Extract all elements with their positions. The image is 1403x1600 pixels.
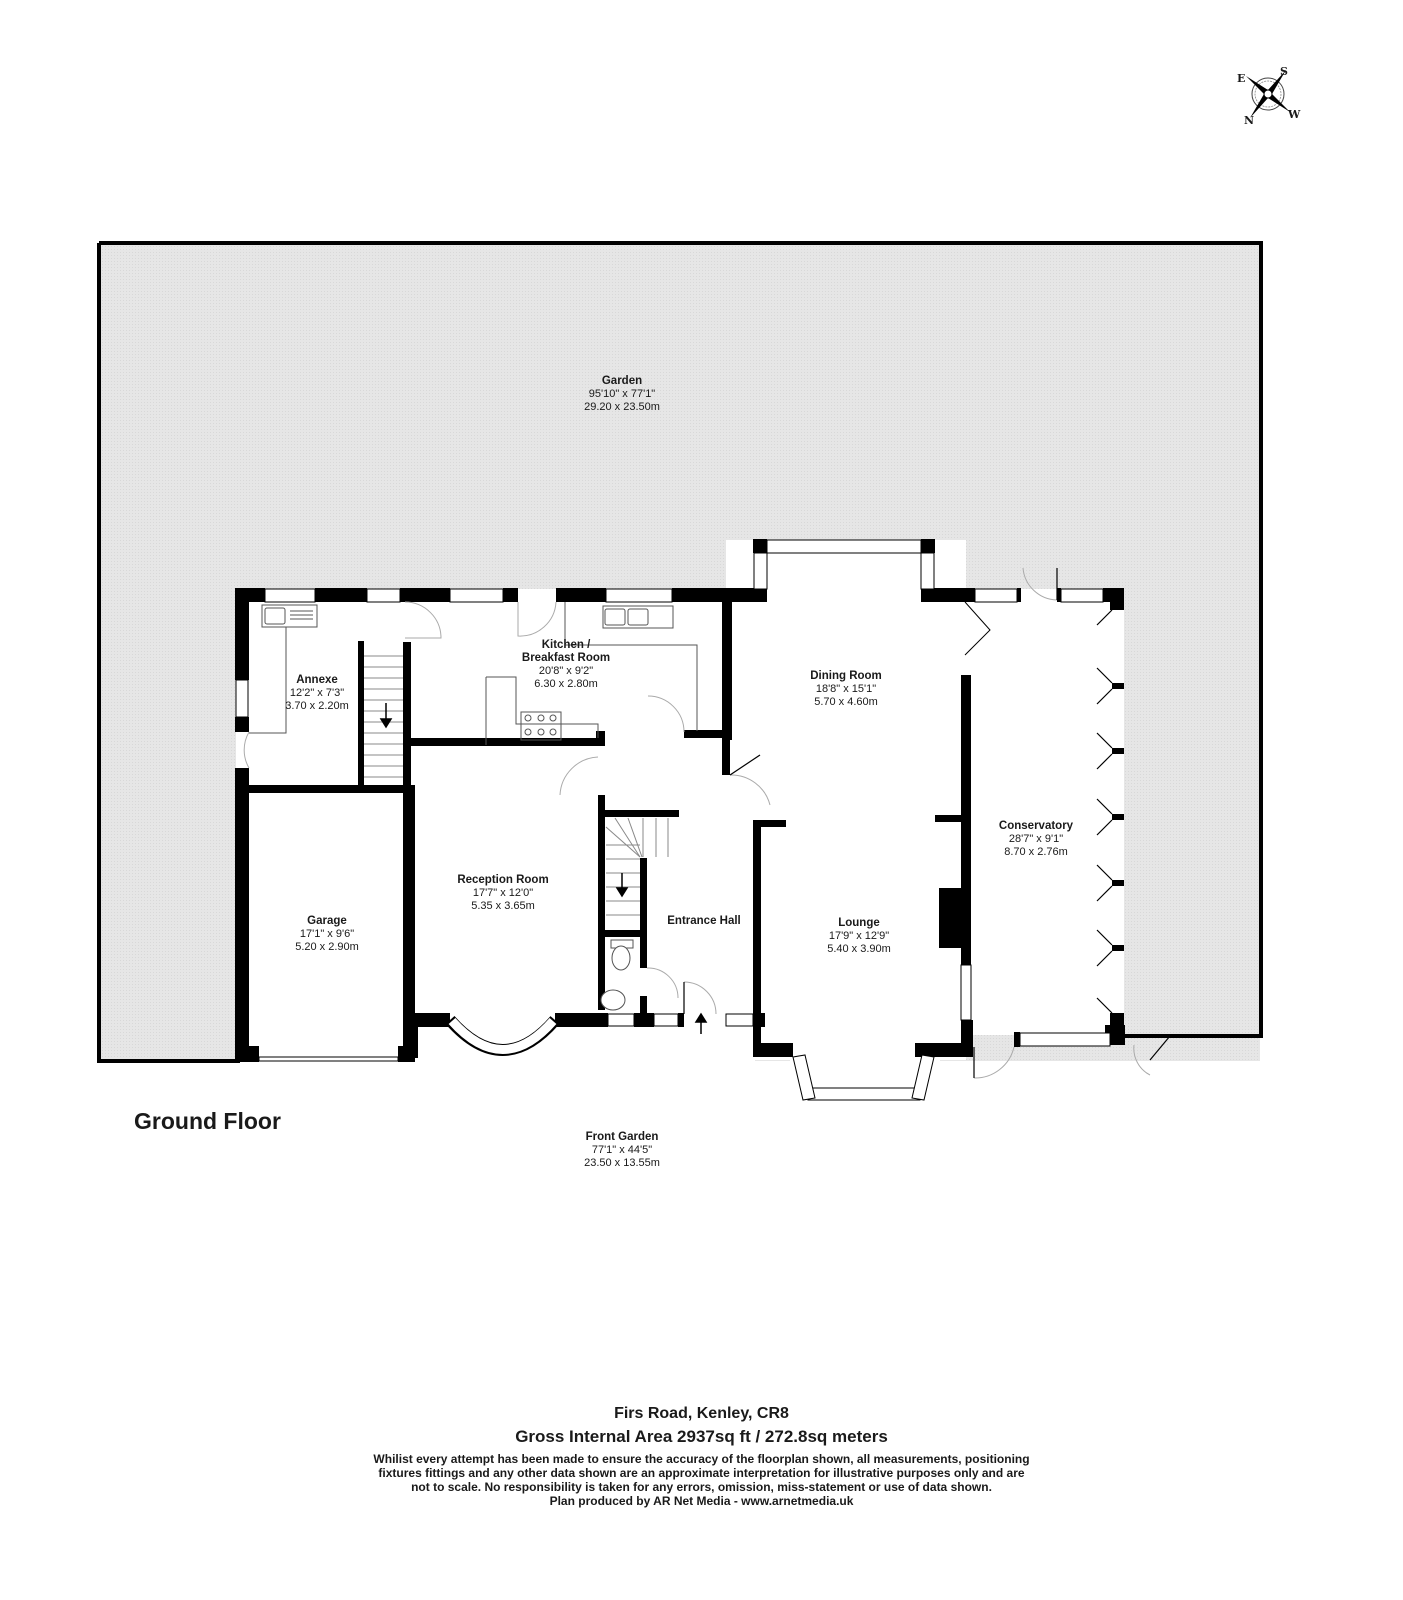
room-metric: 29.20 x 23.50m <box>584 401 660 413</box>
compass-rose-icon <box>1246 70 1290 118</box>
door-leaves <box>683 568 1171 1078</box>
room-imperial: 18'8" x 15'1" <box>815 683 877 695</box>
walls <box>235 539 1125 1062</box>
property-address: Firs Road, Kenley, CR8 <box>614 1405 789 1422</box>
room-metric: 5.40 x 3.90m <box>827 943 891 955</box>
room-metric: 5.20 x 2.90m <box>295 941 359 953</box>
stair-direction-arrows <box>379 703 708 1034</box>
room-imperial: 20'8" x 9'2" <box>538 665 594 677</box>
room-name: Front Garden <box>585 1131 659 1143</box>
room-metric: 3.70 x 2.20m <box>285 700 349 712</box>
floor-title: Ground Floor <box>134 1108 281 1134</box>
room-label-conservatory: Conservatory 28'7" x 9'1" 8.70 x 2.76m <box>999 820 1073 859</box>
disclaimer-line: not to scale. No responsibility is taken… <box>411 1480 992 1494</box>
room-metric: 8.70 x 2.76m <box>1004 846 1068 858</box>
room-metric: 5.35 x 3.65m <box>471 900 535 912</box>
room-metric: 6.30 x 2.80m <box>534 678 598 690</box>
room-name-line1: Kitchen / <box>541 639 591 651</box>
hall-staircase <box>605 817 669 916</box>
room-imperial: 95'10" x 77'1" <box>588 388 656 400</box>
room-label-entrance-hall: Entrance Hall <box>667 915 741 928</box>
room-label-lounge: Lounge 17'9" x 12'9" 5.40 x 3.90m <box>827 917 891 956</box>
room-label-front-garden: Front Garden 77'1" x 44'5" 23.50 x 13.55… <box>584 1131 660 1170</box>
wc-fixtures <box>600 939 634 1011</box>
room-label-garage: Garage 17'1" x 9'6" 5.20 x 2.90m <box>295 915 359 954</box>
room-metric: 23.50 x 13.55m <box>584 1157 660 1169</box>
room-imperial: 77'1" x 44'5" <box>591 1144 653 1156</box>
gross-internal-area: Gross Internal Area 2937sq ft / 272.8sq … <box>515 1427 888 1446</box>
room-name: Garden <box>601 375 643 387</box>
room-imperial: 17'7" x 12'0" <box>472 887 534 899</box>
room-label-reception: Reception Room 17'7" x 12'0" 5.35 x 3.65… <box>457 874 548 913</box>
disclaimer-line: Whilist every attempt has been made to e… <box>373 1452 1030 1466</box>
compass-east-label: E <box>1237 72 1246 85</box>
room-label-dining: Dining Room 18'8" x 15'1" 5.70 x 4.60m <box>810 670 882 709</box>
room-name: Reception Room <box>457 874 549 886</box>
room-imperial: 17'9" x 12'9" <box>828 930 890 942</box>
room-name: Annexe <box>296 674 338 686</box>
kitchen-fixtures <box>249 602 698 745</box>
compass-west-label: W <box>1288 108 1301 121</box>
room-label-garden: Garden 95'10" x 77'1" 29.20 x 23.50m <box>584 375 660 414</box>
compass-north-label: N <box>1244 114 1255 127</box>
compass-south-label: S <box>1280 65 1288 78</box>
room-name-line2: Breakfast Room <box>521 652 611 664</box>
room-name: Lounge <box>838 917 880 929</box>
plan-credit: Plan produced by AR Net Media - www.arne… <box>549 1494 854 1508</box>
room-label-kitchen: Kitchen / Breakfast Room 20'8" x 9'2" 6.… <box>522 639 610 691</box>
windows <box>235 539 1111 1101</box>
disclaimer-line: fixtures fittings and any other data sho… <box>378 1466 1025 1480</box>
room-name: Entrance Hall <box>667 915 741 927</box>
door-swings <box>243 567 1151 1079</box>
room-imperial: 28'7" x 9'1" <box>1008 833 1064 845</box>
room-label-annexe: Annexe 12'2" x 7'3" 3.70 x 2.20m <box>285 674 349 713</box>
room-metric: 5.70 x 4.60m <box>814 696 878 708</box>
room-name: Conservatory <box>998 820 1074 832</box>
room-name: Garage <box>307 915 347 927</box>
room-imperial: 12'2" x 7'3" <box>289 687 345 699</box>
room-name: Dining Room <box>810 670 882 682</box>
room-imperial: 17'1" x 9'6" <box>299 928 355 940</box>
reception-bay-window <box>445 1015 560 1056</box>
